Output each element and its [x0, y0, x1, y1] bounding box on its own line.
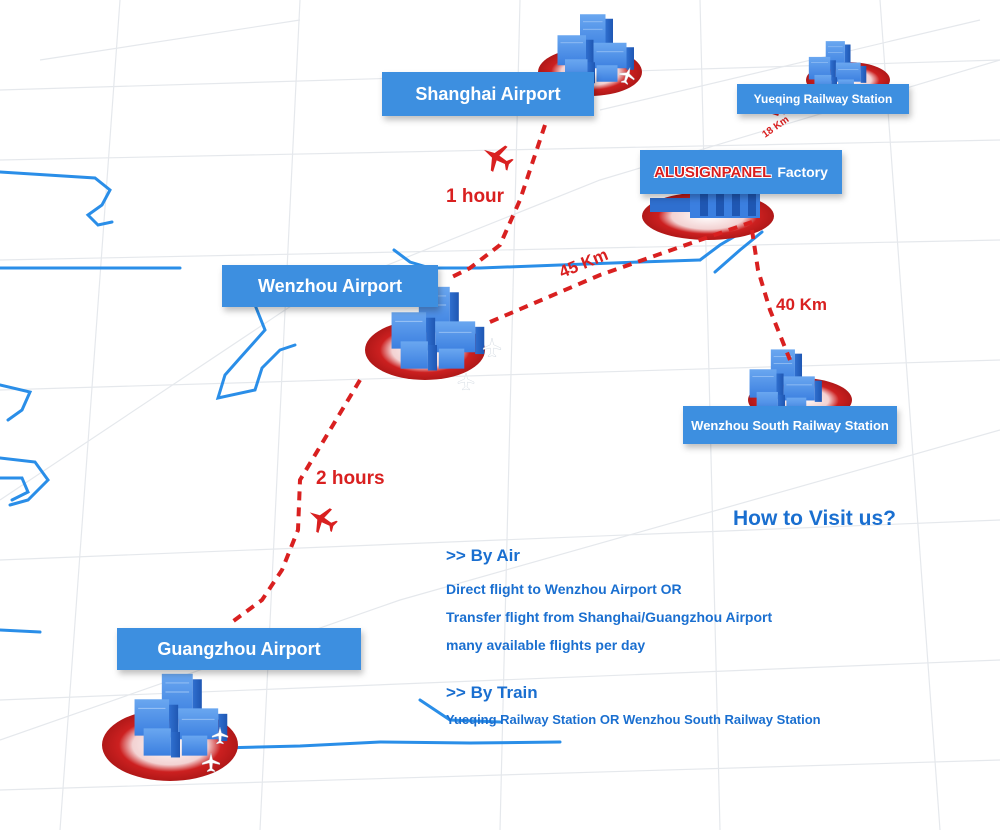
visit-heading: How to Visit us? — [733, 507, 896, 530]
label-guangzhou-airport: Guangzhou Airport — [117, 628, 361, 670]
label-yueqing-railway-station: Yueqing Railway Station — [737, 84, 909, 114]
label-factory: ALUSIGNPANEL Factory — [640, 150, 842, 194]
by-air-line-3: many available flights per day — [446, 637, 646, 653]
route-label-shanghai-wenzhou: 1 hour — [446, 186, 505, 207]
route-label-guangzhou-wenzhou: 2 hours — [316, 468, 385, 489]
label-yueqing-railway-station-text: Yueqing Railway Station — [753, 92, 893, 106]
by-train-title: >> By Train — [446, 683, 538, 702]
factory-logo: ALUSIGNPANEL — [654, 163, 772, 181]
label-guangzhou-airport-text: Guangzhou Airport — [157, 638, 321, 659]
label-shanghai-airport-text: Shanghai Airport — [415, 83, 561, 104]
label-wenzhou-airport-text: Wenzhou Airport — [258, 275, 402, 296]
route-label-factory-wenzhou-south: 40 Km — [776, 295, 827, 314]
route-guangzhou-wenzhou — [226, 378, 362, 627]
by-air-line-1: Direct flight to Wenzhou Airport OR — [446, 581, 682, 597]
by-air-title: >> By Air — [446, 546, 521, 565]
route-shanghai-wenzhou — [449, 124, 547, 280]
factory-building-icon — [650, 186, 760, 218]
label-wenzhou-airport: Wenzhou Airport — [222, 265, 438, 307]
route-factory-wenzhou-south — [750, 229, 792, 361]
label-wenzhou-south-railway-station: Wenzhou South Railway Station — [683, 406, 897, 444]
label-shanghai-airport: Shanghai Airport — [382, 72, 594, 116]
by-air-line-2: Transfer flight from Shanghai/Guangzhou … — [446, 609, 773, 625]
label-wenzhou-south-railway-station-text: Wenzhou South Railway Station — [691, 417, 889, 433]
route-label-factory-yueqing: 18 Km — [760, 114, 791, 140]
rivers — [0, 170, 764, 750]
by-train-line: Yueqing Railway Station OR Wenzhou South… — [446, 712, 821, 727]
route-label-wenzhou-factory: 45 Km — [556, 245, 610, 282]
label-factory-text: Factory — [777, 164, 828, 180]
